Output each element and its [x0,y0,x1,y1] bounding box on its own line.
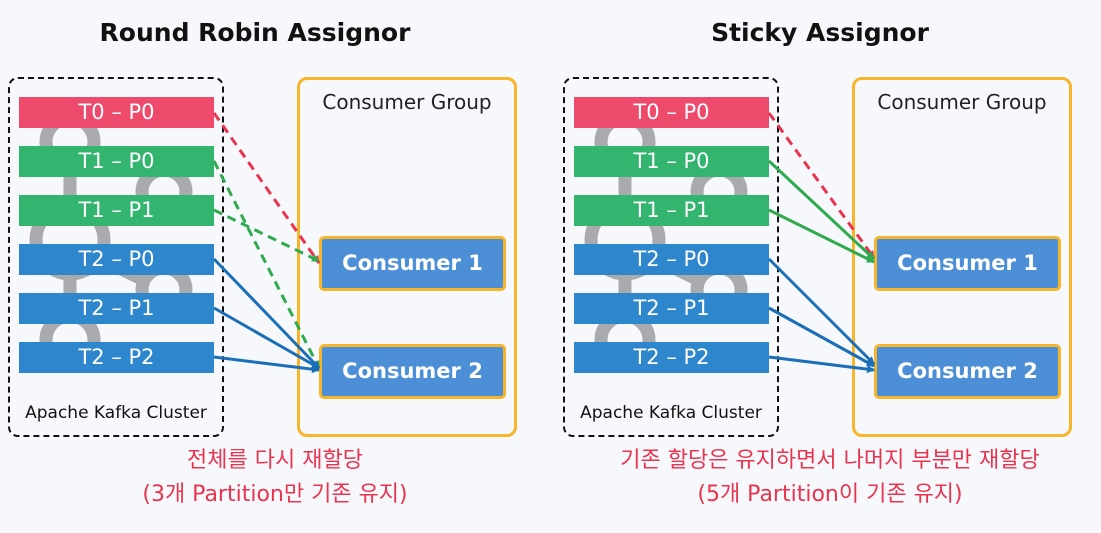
partition-t2-p2: T2 – P2 [19,342,214,373]
partition-t1-p1: T1 – P1 [574,195,769,226]
arrow-t2p2 [768,355,875,374]
partition-t2-p0: T2 – P0 [574,244,769,275]
arrow-t1p1 [768,208,875,264]
caption-line-1: 전체를 다시 재할당 [187,448,363,473]
kafka-cluster-box: Apache Kafka Cluster [563,77,779,437]
kafka-cluster-box: Apache Kafka Cluster [8,77,224,437]
partition-t2-p1: T2 – P1 [574,293,769,324]
sticky-panel: Sticky Assignor Apache Kafka Cluster T0 … [555,0,1101,533]
partition-t0-p0: T0 – P0 [574,97,769,128]
caption-line-2: (5개 Partition이 기존 유지) [697,482,963,507]
arrow-t2p0 [767,257,876,366]
arrow-t1p1 [213,208,320,263]
arrow-t1p0 [767,159,876,261]
caption: 전체를 다시 재할당 (3개 Partition만 기존 유지) [0,444,550,512]
consumer-group-box: Consumer Group [297,77,517,437]
consumer-1: Consumer 1 [874,236,1061,291]
assignment-arrows [767,112,876,374]
arrow-t2p1 [213,306,320,370]
partition-t1-p0: T1 – P0 [574,146,769,177]
partition-t0-p0: T0 – P0 [19,97,214,128]
consumer-2: Consumer 2 [319,344,506,399]
group-label: Consumer Group [877,90,1047,114]
arrow-t2p1 [768,306,875,368]
cluster-label: Apache Kafka Cluster [580,403,762,423]
caption-line-2: (3개 Partition만 기존 유지) [142,482,408,507]
partition-t1-p1: T1 – P1 [19,195,214,226]
arrow-t1p0 [212,160,321,369]
arrow-t0p0 [212,112,321,264]
group-label: Consumer Group [322,90,492,114]
consumer-group-box: Consumer Group [852,77,1072,437]
round-robin-panel: Round Robin Assignor Apache Kafka Cluste… [0,0,550,533]
assignment-arrows [212,112,321,374]
partition-t1-p0: T1 – P0 [19,146,214,177]
panel-title: Round Robin Assignor [99,18,411,47]
caption-line-1: 기존 할당은 유지하면서 나머지 부분만 재할당 [620,448,1040,473]
consumer-2: Consumer 2 [874,344,1061,399]
partition-t2-p0: T2 – P0 [19,244,214,275]
consumer-1: Consumer 1 [319,236,506,291]
arrow-t2p0 [212,257,321,370]
partition-t2-p2: T2 – P2 [574,342,769,373]
caption: 기존 할당은 유지하면서 나머지 부분만 재할당 (5개 Partition이 … [555,444,1101,512]
partition-t2-p1: T2 – P1 [19,293,214,324]
cluster-label: Apache Kafka Cluster [25,403,207,423]
arrow-t2p2 [213,355,320,374]
panel-title: Sticky Assignor [711,18,929,47]
